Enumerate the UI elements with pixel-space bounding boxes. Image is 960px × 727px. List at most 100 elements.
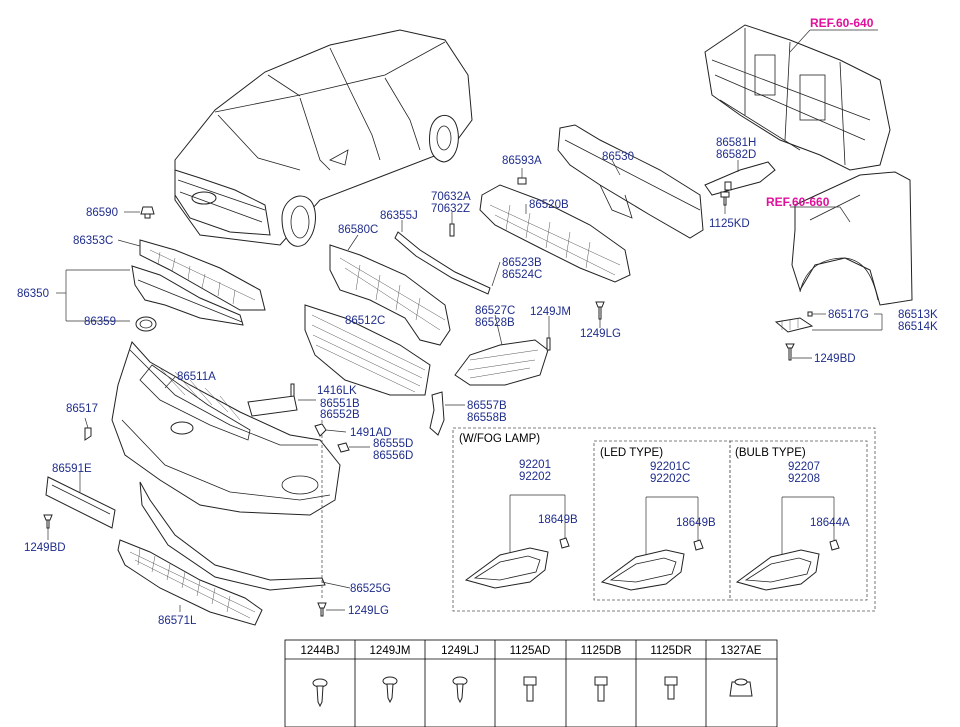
- label-86581H[interactable]: 86581H: [716, 137, 756, 149]
- label-86523B[interactable]: 86523B: [502, 257, 542, 269]
- bulb-type-title: (BULB TYPE): [735, 447, 806, 459]
- label-18649B-a[interactable]: 18649B: [538, 514, 578, 526]
- label-70632Z[interactable]: 70632Z: [431, 203, 470, 215]
- bolt-icon-1125DB: [594, 676, 608, 702]
- label-86552B[interactable]: 86552B: [320, 409, 360, 421]
- label-86557B[interactable]: 86557B: [467, 400, 507, 412]
- label-1249JM[interactable]: 1249JM: [530, 306, 571, 318]
- fog-lamp-section: [452, 427, 876, 612]
- label-86551B[interactable]: 86551B: [320, 398, 360, 410]
- label-86555D[interactable]: 86555D: [373, 438, 413, 450]
- fog-lamp-cover-86527C: [454, 339, 549, 386]
- label-92201C[interactable]: 92201C: [650, 461, 690, 473]
- emblem-86359: [135, 316, 157, 332]
- label-86520B[interactable]: 86520B: [529, 199, 569, 211]
- bolt-icon-1125DR: [664, 676, 678, 700]
- nut-icon-1327AE: [729, 678, 753, 697]
- label-1249LG-bottom[interactable]: 1249LG: [348, 605, 389, 617]
- label-86524C[interactable]: 86524C: [502, 269, 542, 281]
- label-86528B[interactable]: 86528B: [475, 317, 515, 329]
- label-86353C[interactable]: 86353C: [73, 235, 113, 247]
- clip-86590: [140, 206, 155, 219]
- bolt-18644A: [829, 539, 840, 551]
- screw-icon-1249JM: [382, 676, 398, 704]
- label-18649B-b[interactable]: 18649B: [676, 517, 716, 529]
- clip-1491AD: [314, 423, 327, 437]
- screw-1249LG-bottom: [317, 602, 327, 617]
- label-86593A[interactable]: 86593A: [502, 155, 542, 167]
- lower-grille-86571L: [117, 539, 263, 626]
- bracket-86580C: [329, 244, 451, 346]
- label-86512C[interactable]: 86512C: [345, 315, 385, 327]
- label-70632A[interactable]: 70632A: [431, 191, 471, 203]
- grille-86512C: [304, 304, 431, 396]
- fastener-header-6: 1327AE: [721, 645, 762, 657]
- fastener-header-1: 1249JM: [370, 645, 411, 657]
- label-86530[interactable]: 86530: [602, 151, 634, 163]
- cover-86551B: [247, 395, 298, 417]
- screw-1249JM: [546, 337, 551, 351]
- label-86355J[interactable]: 86355J: [380, 210, 418, 222]
- ref-fender-label[interactable]: REF.60-660: [766, 195, 830, 209]
- label-86591E[interactable]: 86591E: [52, 463, 92, 475]
- clip-86555D: [337, 442, 350, 453]
- absorber-86520B: [479, 184, 631, 283]
- screw-icon-1244BJ: [312, 678, 328, 708]
- label-86513K[interactable]: 86513K: [898, 309, 938, 321]
- label-1491AD[interactable]: 1491AD: [350, 427, 392, 439]
- label-86514K[interactable]: 86514K: [898, 321, 938, 333]
- fastener-header-4: 1125DB: [581, 645, 622, 657]
- screw-1249BD-left: [43, 514, 53, 529]
- label-1249LG[interactable]: 1249LG: [580, 328, 621, 340]
- bolt-18649B-b: [693, 539, 704, 551]
- label-92208[interactable]: 92208: [788, 473, 820, 485]
- label-86571L[interactable]: 86571L: [158, 615, 197, 627]
- label-1125KD[interactable]: 1125KD: [709, 218, 750, 230]
- label-1249BD-right[interactable]: 1249BD: [814, 353, 856, 365]
- label-86582D[interactable]: 86582D: [716, 149, 756, 161]
- fastener-header-2: 1249LJ: [441, 645, 479, 657]
- label-1416LK[interactable]: 1416LK: [317, 385, 357, 397]
- label-86350[interactable]: 86350: [17, 288, 49, 300]
- label-86580C[interactable]: 86580C: [338, 224, 378, 236]
- fog-lamp-title: (W/FOG LAMP): [459, 433, 540, 445]
- lower-garnish-86525G: [139, 481, 326, 591]
- label-86527C[interactable]: 86527C: [475, 305, 515, 317]
- label-92201[interactable]: 92201: [519, 459, 551, 471]
- label-1249BD-left[interactable]: 1249BD: [24, 542, 66, 554]
- car-illustration: [174, 29, 473, 247]
- bracket-86557B: [429, 391, 445, 436]
- label-86517[interactable]: 86517: [66, 403, 98, 415]
- fastener-header-3: 1125AD: [510, 645, 551, 657]
- label-86511A[interactable]: 86511A: [177, 371, 216, 383]
- strip-86355J: [394, 231, 491, 295]
- label-86525G[interactable]: 86525G: [350, 583, 391, 595]
- label-92202C[interactable]: 92202C: [650, 473, 690, 485]
- label-86359[interactable]: 86359: [84, 316, 116, 328]
- ref-upper-panel-label[interactable]: REF.60-640: [810, 16, 874, 30]
- label-86517G[interactable]: 86517G: [828, 309, 869, 321]
- label-86590[interactable]: 86590: [86, 207, 118, 219]
- grille-upper-86353C: [139, 239, 266, 311]
- clip-86517G: [807, 311, 813, 317]
- bracket-86581H: [704, 161, 776, 196]
- fog-lamp-led: [600, 549, 685, 591]
- label-92202[interactable]: 92202: [519, 471, 551, 483]
- beam-86530: [557, 124, 704, 239]
- fastener-table: [284, 639, 778, 727]
- label-18644A[interactable]: 18644A: [810, 517, 850, 529]
- label-92207[interactable]: 92207: [788, 461, 820, 473]
- bolt-icon-1125AD: [523, 676, 537, 702]
- clip-86593A: [517, 177, 527, 185]
- fog-lamp-bulb: [735, 549, 820, 591]
- label-86558B[interactable]: 86558B: [467, 412, 507, 424]
- radiator-grille-86350: [131, 265, 244, 326]
- clip-70632A: [449, 223, 455, 237]
- screw-1249BD-right: [785, 343, 795, 361]
- fastener-header-5: 1125DR: [650, 645, 691, 657]
- front-bumper-cover-86511A: [111, 341, 341, 516]
- label-86556D[interactable]: 86556D: [373, 450, 413, 462]
- bolt-1125KD: [720, 191, 730, 206]
- fog-lamp-standard: [464, 547, 549, 589]
